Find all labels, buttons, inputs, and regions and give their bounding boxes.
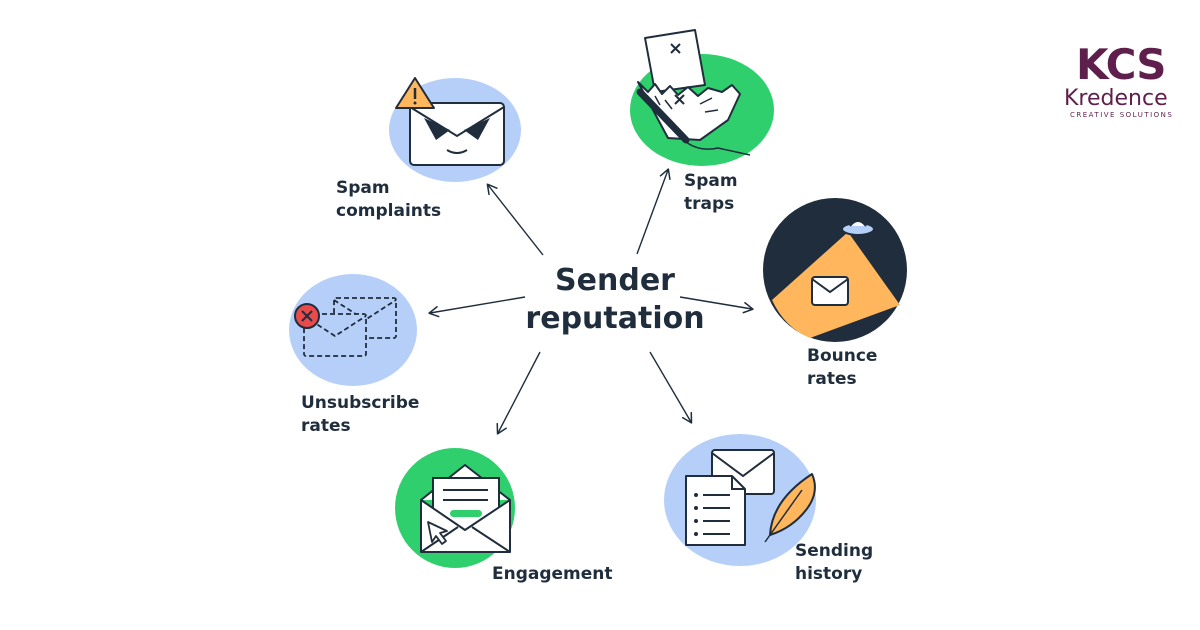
center-title-line1: Sender [555, 263, 675, 298]
spam-traps-line1: Spam [684, 171, 738, 191]
arrow-to-engagement [496, 351, 541, 435]
unsubscribe-rates-line1: Unsubscribe [301, 393, 420, 413]
engagement-line1: Engagement [492, 564, 613, 584]
sending-history-label: Sending history [795, 540, 873, 586]
center-title: Sender reputation [520, 262, 710, 338]
arrow-to-spam-complaints [486, 183, 544, 256]
sending-history-line1: Sending [795, 541, 874, 561]
spam-traps-line2: traps [684, 194, 735, 214]
arrow-to-bounce-rates [679, 296, 754, 314]
open-envelope-cursor-icon [395, 448, 515, 568]
torn-envelope-trap-icon [630, 29, 774, 166]
spam-complaints-line2: complaints [336, 201, 442, 221]
arrow-to-sending-history [649, 351, 693, 424]
unsubscribe-rates-line2: rates [301, 416, 351, 436]
letters-quill-icon [664, 434, 816, 566]
sending-history-line2: history [795, 564, 863, 584]
unsubscribe-rates-label: Unsubscribe rates [301, 392, 419, 438]
spam-traps-label: Spam traps [684, 170, 738, 216]
center-title-line2: reputation [525, 301, 705, 336]
brand-logo: KCS Kredence CREATIVE SOLUTIONS [1062, 42, 1190, 122]
dashed-envelopes-x-icon [289, 274, 417, 386]
engagement-label: Engagement [492, 563, 613, 586]
bounce-rates-label: Bounce rates [807, 345, 877, 391]
spam-complaints-label: Spam complaints [336, 177, 441, 223]
bounce-rates-line1: Bounce [807, 346, 878, 366]
spam-complaints-line1: Spam [336, 178, 390, 198]
logo-tagline: CREATIVE SOLUTIONS [1070, 111, 1174, 119]
bounce-rates-line2: rates [807, 369, 857, 389]
ufo-envelope-icon [763, 198, 907, 342]
logo-name: Kredence [1064, 86, 1168, 111]
angry-envelope-warning-icon [389, 77, 521, 182]
arrow-to-spam-traps [636, 168, 671, 255]
arrow-to-unsubscribe-rates [428, 296, 526, 318]
logo-mark: KCS [1076, 40, 1167, 89]
